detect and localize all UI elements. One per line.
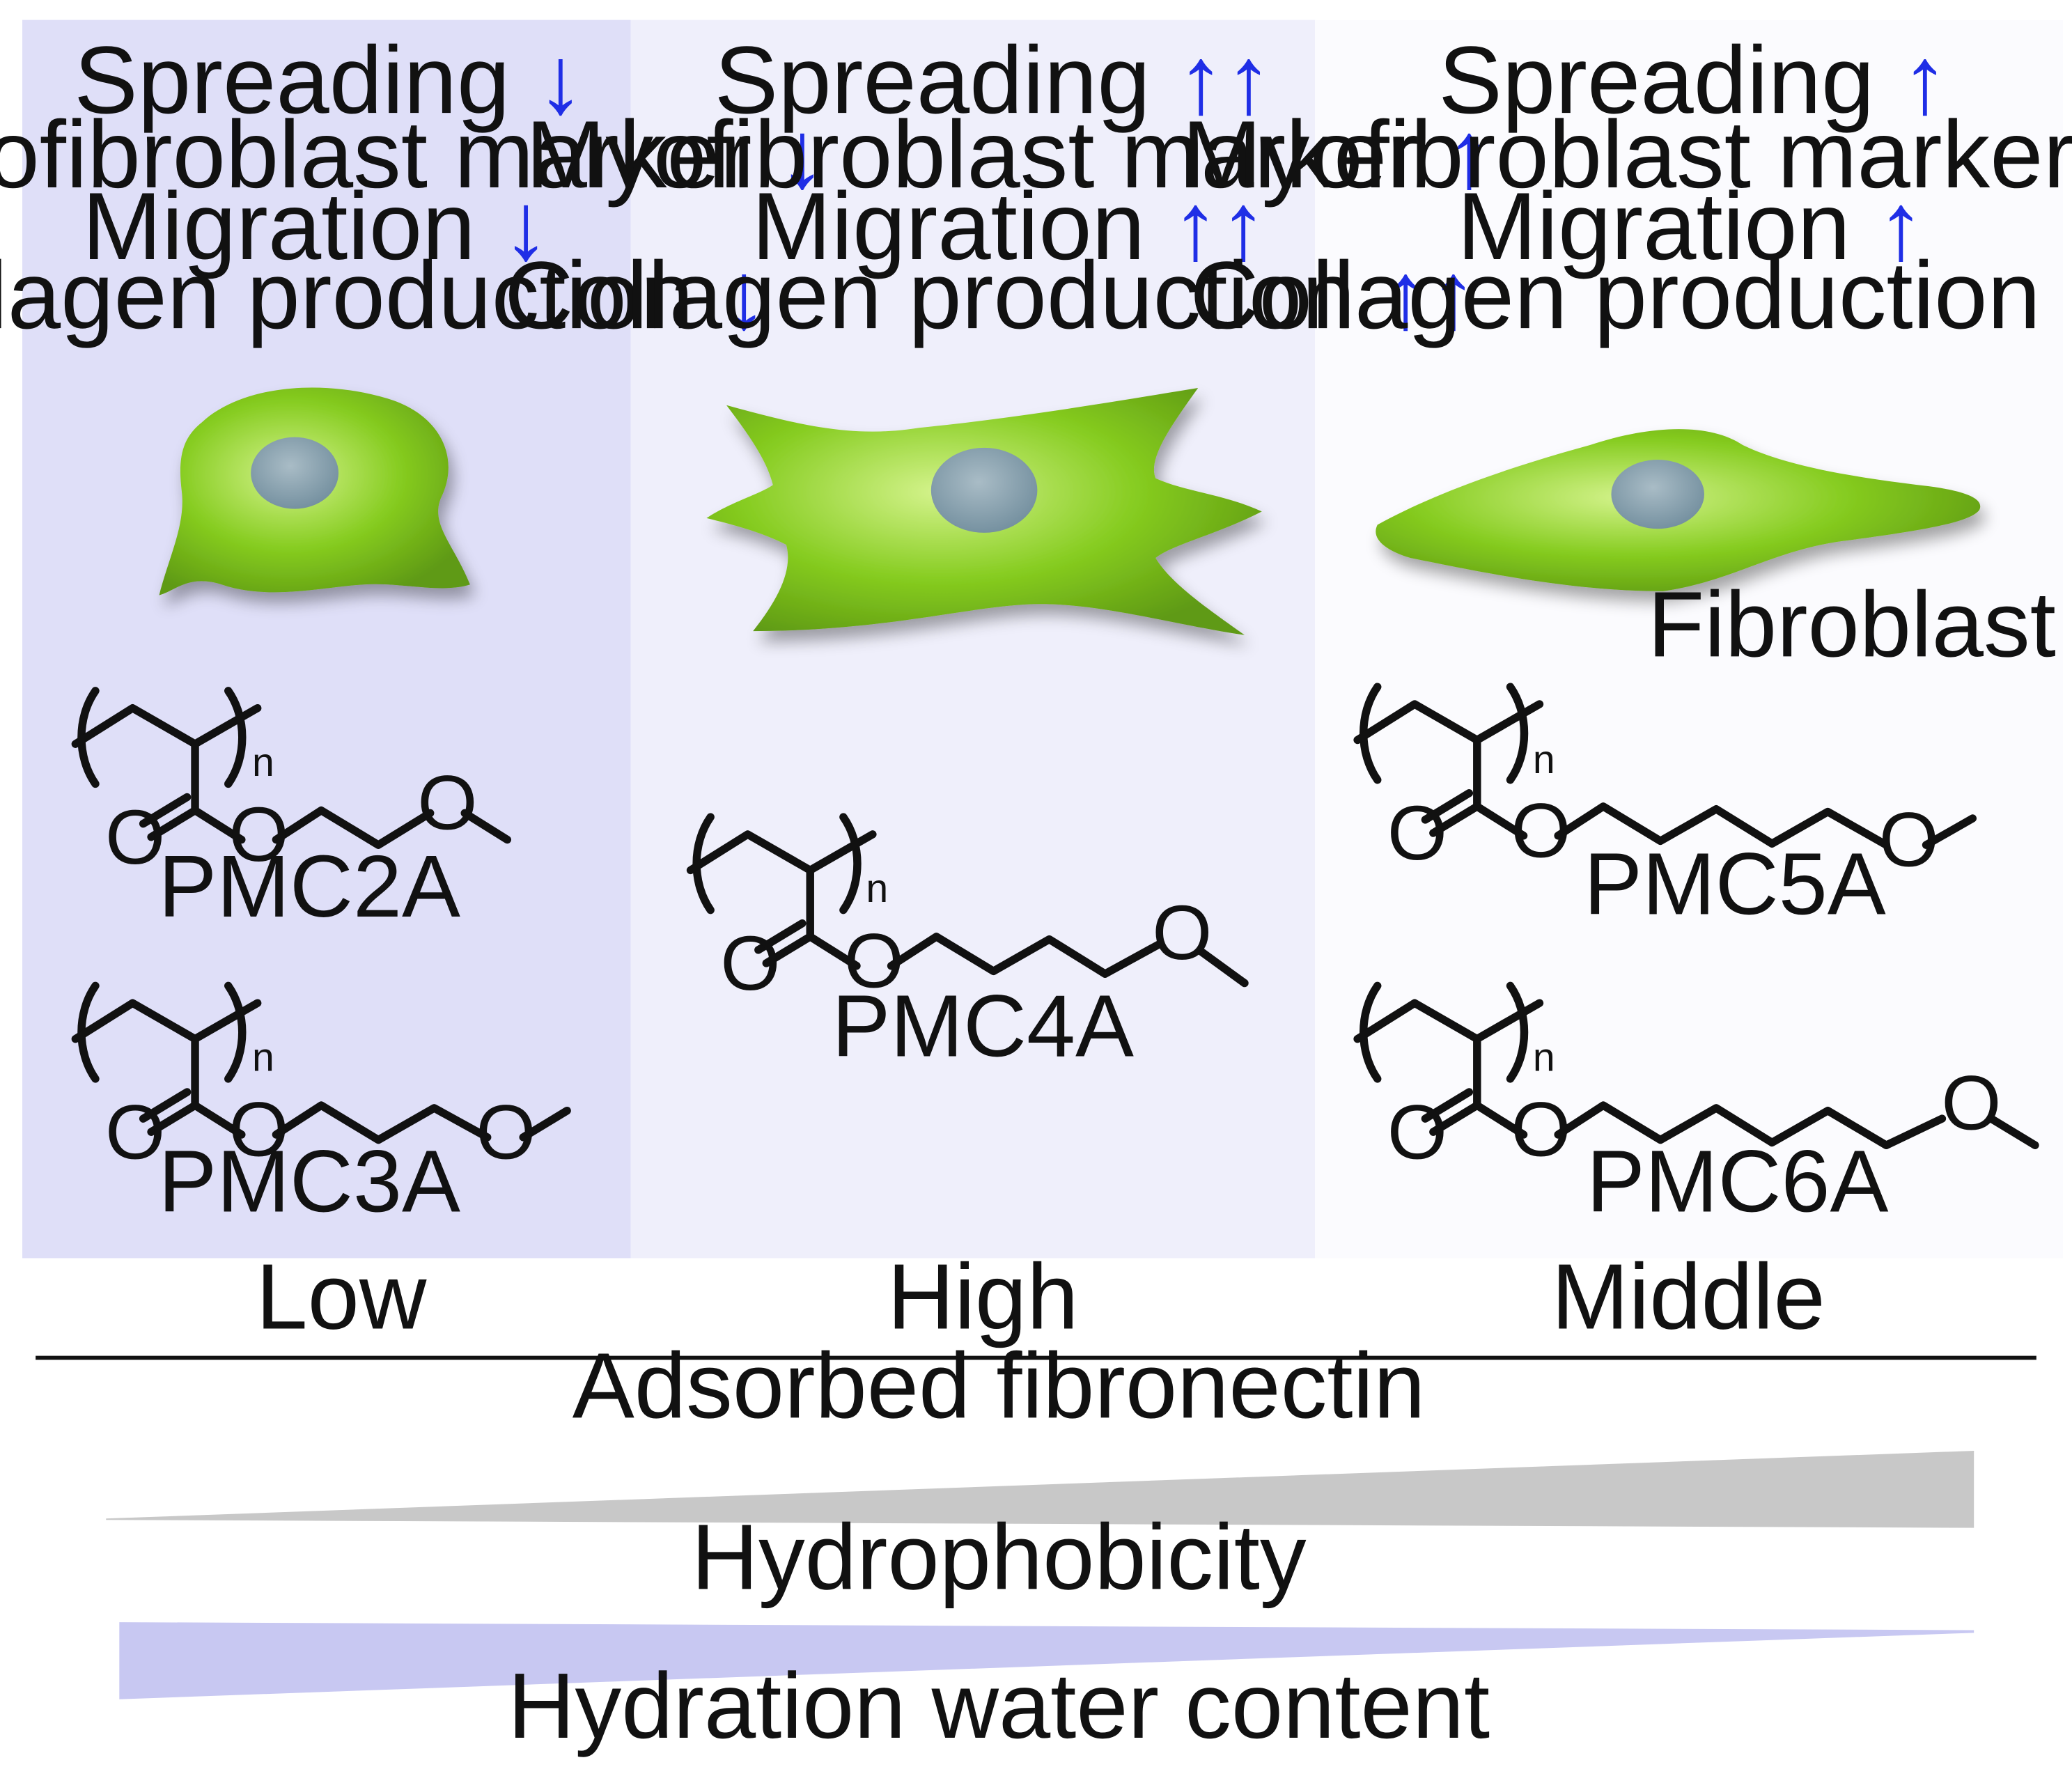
property-line: Migration ↓ [82, 173, 550, 280]
properties-middle: Spreading ↑ Myofibroblast marker ↓ Migra… [1182, 27, 2072, 349]
column-low-background [22, 20, 631, 1259]
oxygen-atom: O [1511, 1087, 1571, 1173]
repeat-subscript: n [1533, 738, 1555, 782]
oxygen-atom: O [720, 921, 780, 1006]
nucleus [251, 437, 339, 509]
polymer-name: PMC3A [158, 1132, 460, 1231]
property-line: Myofibroblast marker ↑ [526, 102, 1493, 208]
oxygen-atom: O [1387, 791, 1447, 876]
repeat-subscript: n [866, 866, 888, 911]
repeat-subscript: n [1533, 1035, 1555, 1080]
hydrophobicity-label: Hydrophobicity [692, 1505, 1307, 1609]
trend-arrow: ↑ [2067, 242, 2072, 349]
repeat-subscript: n [252, 1035, 274, 1080]
trend-arrow: ↓ [720, 242, 768, 349]
oxygen-atom: O [1879, 797, 1939, 883]
oxygen-atom: O [1511, 788, 1571, 873]
polymer-name: PMC5A [1584, 834, 1886, 933]
property-line: Spreading ↓ [74, 27, 584, 134]
property-line: Migration ↑ [1457, 173, 1925, 280]
nucleus [930, 447, 1038, 533]
oxygen-atom: O [229, 1087, 289, 1173]
cell-label: Fibroblast [1648, 573, 2056, 676]
structure-PMC3A: O O O n PMC3A [71, 981, 571, 1231]
trend-arrow: ↑↑ [1171, 173, 1267, 280]
polymer-name: PMC2A [158, 837, 460, 935]
oxygen-atom: O [105, 1089, 165, 1175]
hydration-label: Hydration water content [508, 1654, 1490, 1758]
structure-PMC6A: O O O n PMC6A [1353, 981, 2039, 1231]
property-line: Migration ↑↑ [751, 173, 1267, 280]
properties-high: Spreading ↑↑ Myofibroblast marker ↑ Migr… [504, 27, 1493, 349]
trend-arrow: ↓ [779, 102, 827, 208]
trend-arrow: ↑ [1445, 102, 1493, 208]
properties-low: Spreading ↓ Myofibroblast marker ↓ Migra… [0, 27, 826, 349]
cell-spindle [1376, 429, 1981, 591]
fibronectin-level-low: Low [256, 1245, 427, 1349]
oxygen-atom: O [1387, 1089, 1447, 1175]
cell-star [706, 387, 1262, 635]
nucleus [1611, 460, 1704, 529]
polymer-name: PMC4A [832, 976, 1134, 1075]
structure-PMC2A: O O O n PMC2A [71, 687, 512, 935]
oxygen-atom: O [844, 918, 904, 1004]
hydration-wedge [119, 1622, 1974, 1699]
property-line: Myofibroblast marker ↓ [0, 102, 826, 208]
structure-PMC4A: O O O n PMC4A [686, 813, 1249, 1075]
fibronectin-level-high: High [887, 1245, 1079, 1349]
property-line: Spreading ↑ [1438, 27, 1949, 134]
axis-label: Adsorbed fibronectin [572, 1334, 1426, 1438]
column-middle-background [1315, 20, 2064, 1259]
oxygen-atom: O [1152, 890, 1212, 976]
property-line: Collagen production ↓ [0, 242, 768, 349]
oxygen-atom: O [229, 792, 289, 878]
oxygen-atom: O [417, 760, 477, 846]
oxygen-atom: O [105, 795, 165, 880]
cell-rounded [159, 387, 470, 596]
property-line: Collagen production ↑ [1190, 242, 2072, 349]
property-line: Myofibroblast marker ↓ [1182, 102, 2072, 208]
trend-arrow: ↓ [502, 173, 550, 280]
oxygen-atom: O [1941, 1060, 2001, 1146]
oxygen-atom: O [476, 1089, 536, 1175]
property-line: Spreading ↑↑ [715, 27, 1273, 134]
trend-arrow: ↓ [536, 27, 584, 134]
fibronectin-level-middle: Middle [1551, 1245, 1825, 1349]
column-high-background [630, 20, 1316, 1259]
trend-arrow: ↑↑ [1382, 242, 1477, 349]
trend-arrow: ↑ [1877, 173, 1925, 280]
trend-arrow: ↑↑ [1177, 27, 1272, 134]
polymer-name: PMC6A [1587, 1132, 1889, 1231]
trend-arrow: ↑ [1901, 27, 1949, 134]
hydrophobicity-wedge [106, 1451, 1974, 1528]
structure-PMC5A: O O O n PMC5A [1353, 683, 1977, 933]
repeat-subscript: n [252, 740, 274, 785]
property-line: Collagen production ↑↑ [504, 242, 1477, 349]
